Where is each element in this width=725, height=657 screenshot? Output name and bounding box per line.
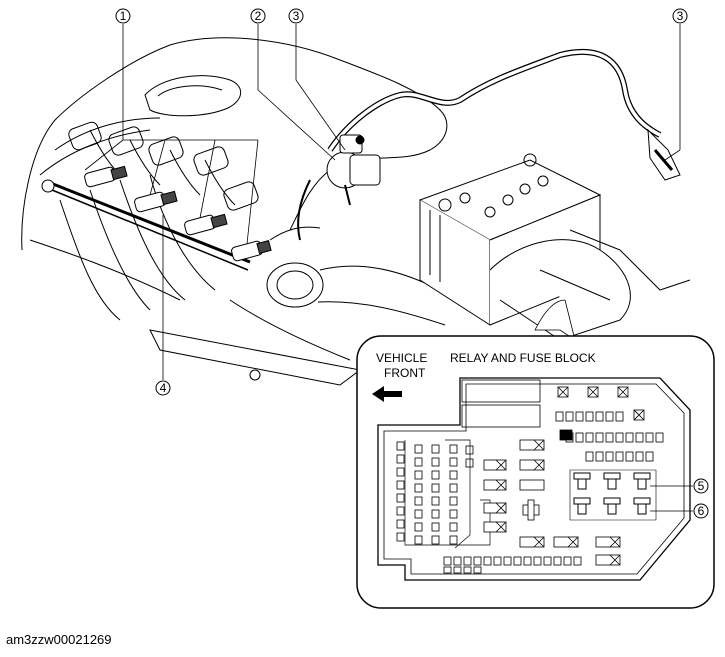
- callout-1: 1: [115, 8, 131, 24]
- svg-text:2: 2: [255, 9, 262, 23]
- leader-lines: [84, 24, 681, 380]
- fuel-hose: [297, 48, 681, 241]
- svg-text:3: 3: [293, 9, 300, 23]
- relay-5-group: [573, 472, 651, 490]
- fuel-injector: [134, 190, 178, 213]
- vehicle-front-label-line2: FRONT: [384, 366, 426, 380]
- fuse-block-inset: VEHICLE FRONT RELAY AND FUSE BLOCK: [356, 335, 715, 609]
- callout-6: 6: [693, 503, 709, 519]
- svg-text:6: 6: [698, 504, 705, 518]
- svg-text:5: 5: [698, 479, 705, 493]
- fuel-injector: [231, 240, 272, 262]
- callout-4: 4: [155, 380, 171, 396]
- fuse-grid-bottom: [443, 556, 582, 574]
- pressure-sensor: [326, 134, 381, 206]
- callout-2: 2: [250, 8, 266, 24]
- svg-text:3: 3: [677, 9, 684, 23]
- svg-text:4: 4: [160, 381, 167, 395]
- relay-6-group: [573, 497, 651, 515]
- fuel-injector: [84, 165, 128, 188]
- vehicle-front-label-line1: VEHICLE: [376, 351, 427, 365]
- callout-5: 5: [693, 478, 709, 494]
- figure-id-caption: am3zzw00021269: [6, 632, 112, 647]
- mini-relay-x: [483, 439, 621, 566]
- fuse-grid-right: [555, 411, 664, 462]
- callout-3-left: 3: [288, 8, 304, 24]
- fuse-grid-left: [396, 441, 474, 545]
- inset-title: RELAY AND FUSE BLOCK: [450, 351, 596, 365]
- fuel-injector: [184, 213, 228, 236]
- air-intake: [149, 226, 446, 386]
- relay-cell: [557, 386, 645, 421]
- arrow-left-icon: [372, 386, 402, 402]
- callout-3-right: 3: [672, 8, 688, 24]
- fuel-rail: [41, 165, 272, 271]
- svg-text:1: 1: [120, 9, 127, 23]
